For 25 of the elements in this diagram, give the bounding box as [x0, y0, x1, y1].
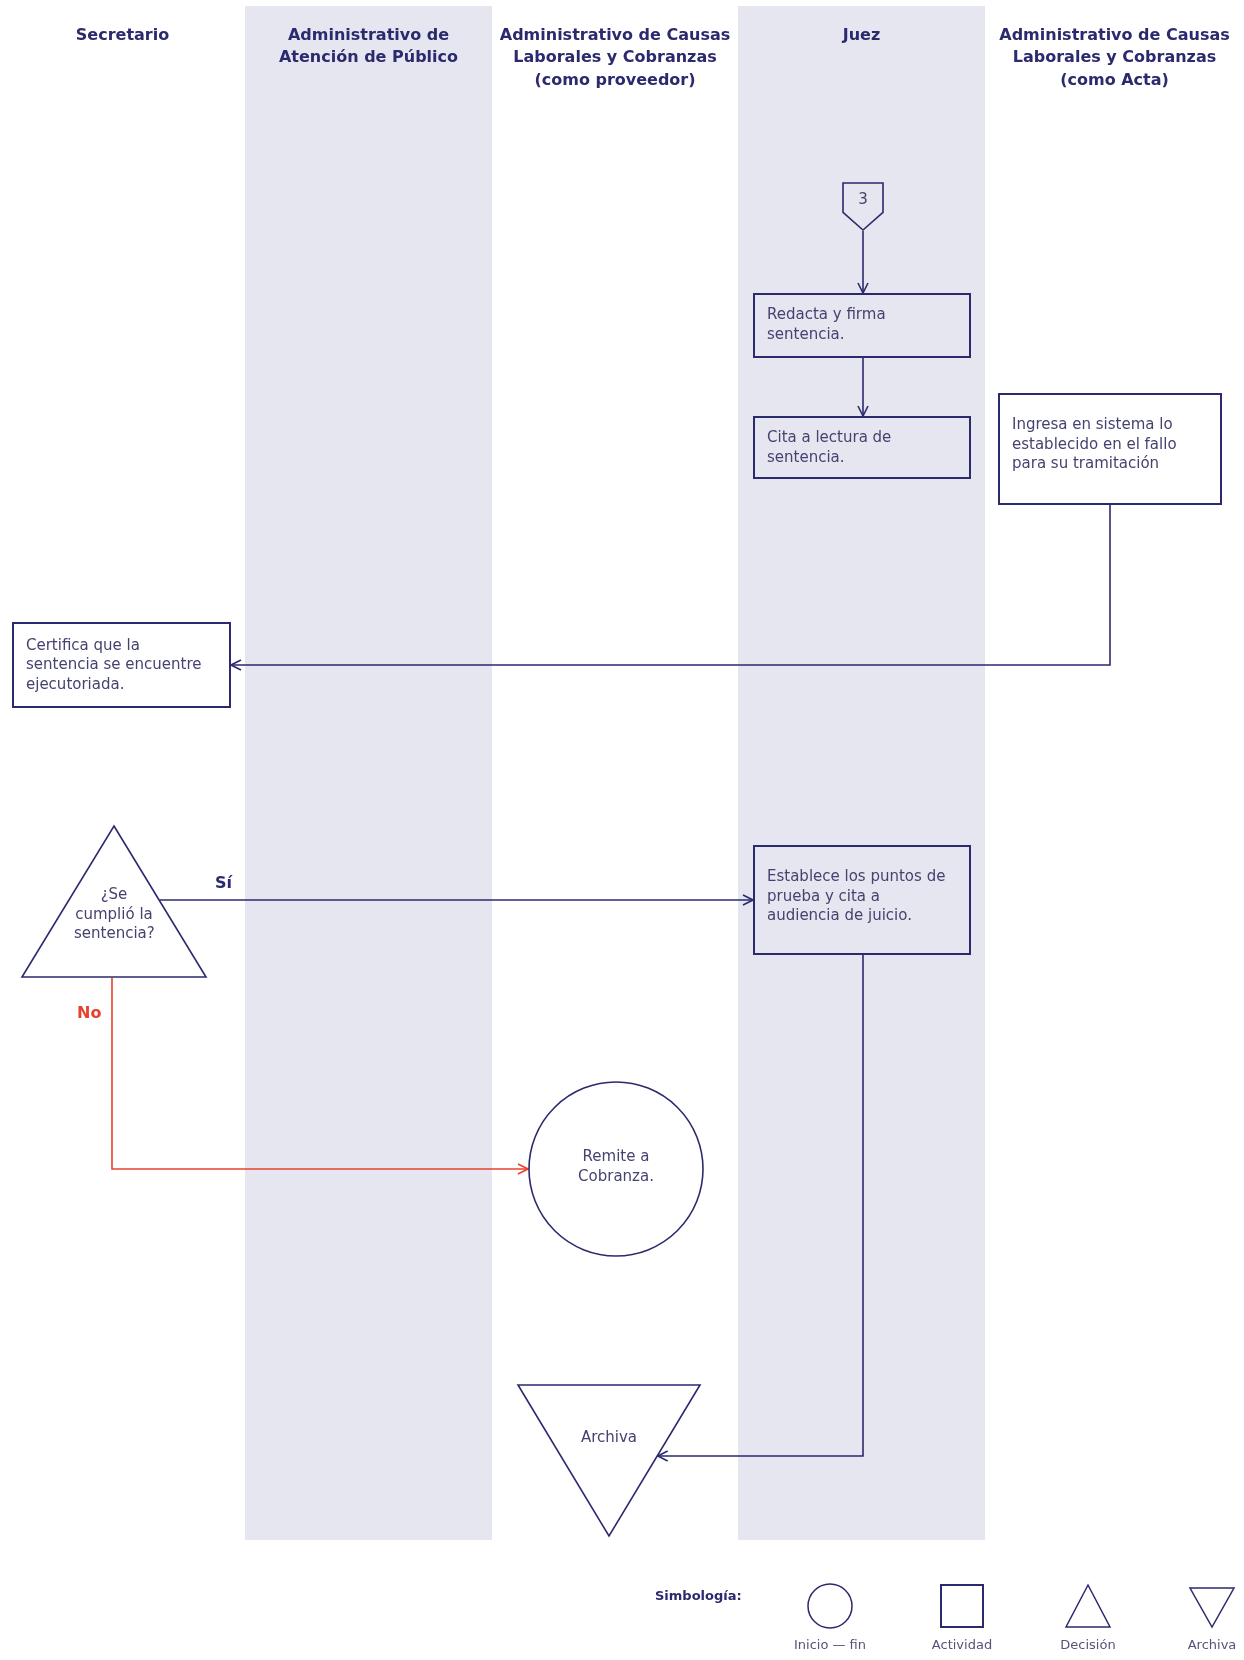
legend-title: Simbología: — [655, 1588, 742, 1603]
legend-label: Decisión — [1059, 1637, 1117, 1652]
off-page-connector: 3 — [842, 182, 884, 231]
terminal-circle: Remite a Cobranza. — [528, 1081, 704, 1257]
process-box: Establece los puntos de prueba y cita a audiencia de juicio. — [753, 845, 971, 955]
lane-header: Administrativo de Causas Laborales y Cobranzas (como proveedor) — [498, 24, 732, 91]
process-box: Certifica que la sentencia se encuentre ejecutoriada. — [12, 622, 231, 708]
lane-header: Juez — [840, 24, 882, 46]
legend-label: Actividad — [930, 1637, 994, 1652]
arrow — [656, 954, 864, 1462]
decision-triangle: ¿Se cumplió la sentencia? — [21, 825, 207, 978]
lane-header: Secretario — [74, 24, 171, 46]
process-box: Redacta y firma sentencia. — [753, 293, 971, 358]
arrow — [111, 977, 529, 1175]
arrow — [857, 230, 869, 294]
legend-label: Archiva — [1186, 1637, 1238, 1652]
legend-label: Inicio — fin — [792, 1637, 868, 1652]
archive-triangle: Archiva — [517, 1384, 701, 1537]
process-box: Cita a lectura de sentencia. — [753, 416, 971, 479]
lane-header: Administrativo de Atención de Público — [277, 24, 460, 69]
arrow — [230, 504, 1111, 671]
process-box: Ingresa en sistema lo establecido en el fallo para su tramitación — [998, 393, 1222, 505]
arrow — [857, 357, 869, 417]
arrow — [158, 894, 754, 906]
lane-header: Administrativo de Causas Laborales y Cobranzas (como Acta) — [998, 24, 1231, 91]
